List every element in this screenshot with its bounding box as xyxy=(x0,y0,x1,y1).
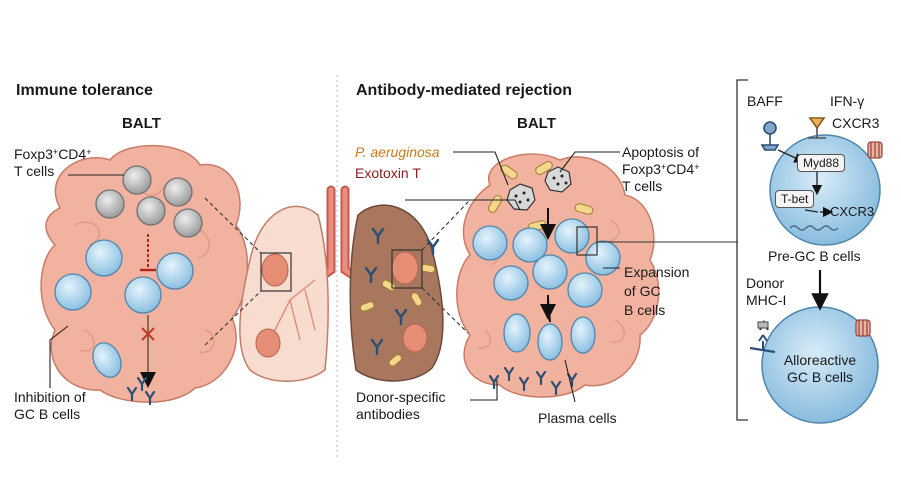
toxin-label: Exotoxin T xyxy=(355,165,421,181)
inhibition-leader xyxy=(49,325,69,388)
block-x-mark xyxy=(141,327,155,341)
apoptotic-t-cells xyxy=(506,166,572,211)
right-zoom-box xyxy=(391,249,423,289)
left-t-cells xyxy=(95,165,203,238)
expansion-label: Expansion of GC B cells xyxy=(624,264,690,318)
zoom-dashes xyxy=(204,197,471,346)
dsa-label: Donor-specific antibodies xyxy=(356,389,446,422)
tbet-box: T-bet xyxy=(775,190,815,208)
pathogen-label: P. aeruginosa xyxy=(355,144,440,160)
ifn-gamma-label: IFN-γ xyxy=(830,93,865,109)
left-b-cells xyxy=(54,239,194,378)
inset-bracket xyxy=(736,79,748,421)
left-balt-tissue xyxy=(40,144,249,403)
dna-wave xyxy=(789,225,839,231)
baff-label: BAFF xyxy=(747,93,783,109)
alloreactive-label: Alloreactive GC B cells xyxy=(783,352,857,385)
signaling-arrows xyxy=(777,149,834,218)
mhc-bcr-glyph xyxy=(749,319,776,354)
flow-arrows xyxy=(540,208,556,323)
right-antibodies xyxy=(488,366,578,396)
treg-label: Foxp3+CD4+ T cells xyxy=(14,146,92,179)
plasma-cells-label: Plasma cells xyxy=(538,410,617,426)
inhibition-label: Inhibition of GC B cells xyxy=(14,389,86,422)
left-zoom-box xyxy=(260,252,292,292)
apoptosis-label: Apoptosis of Foxp3+CD4+ T cells xyxy=(622,144,700,194)
left-antibodies xyxy=(126,376,156,406)
left-balt-label: BALT xyxy=(122,115,161,132)
right-balt-label: BALT xyxy=(517,115,556,132)
myd88-box: Myd88 xyxy=(797,154,846,172)
left-panel-title: Immune tolerance xyxy=(16,82,153,99)
inset-zoom-box xyxy=(576,226,598,256)
diseased-lung xyxy=(349,204,444,382)
healthy-lung xyxy=(239,205,329,382)
baff-receptor-glyph xyxy=(760,121,780,151)
donor-mhc-label: Donor MHC-I xyxy=(746,275,787,308)
right-leaders xyxy=(405,151,620,403)
ifn-gamma-glyph xyxy=(808,117,826,139)
cxcr3-receptor-glyph-2 xyxy=(855,319,871,337)
right-plasma-cells xyxy=(503,313,596,361)
pre-gc-label: Pre-GC B cells xyxy=(768,248,861,264)
right-panel-title: Antibody-mediated rejection xyxy=(356,82,573,99)
cxcr3-receptor-label: CXCR3 xyxy=(832,115,880,131)
cxcr3-receptor-glyph xyxy=(867,141,883,159)
cxcr3-gene-label: CXCR3 xyxy=(830,204,875,219)
